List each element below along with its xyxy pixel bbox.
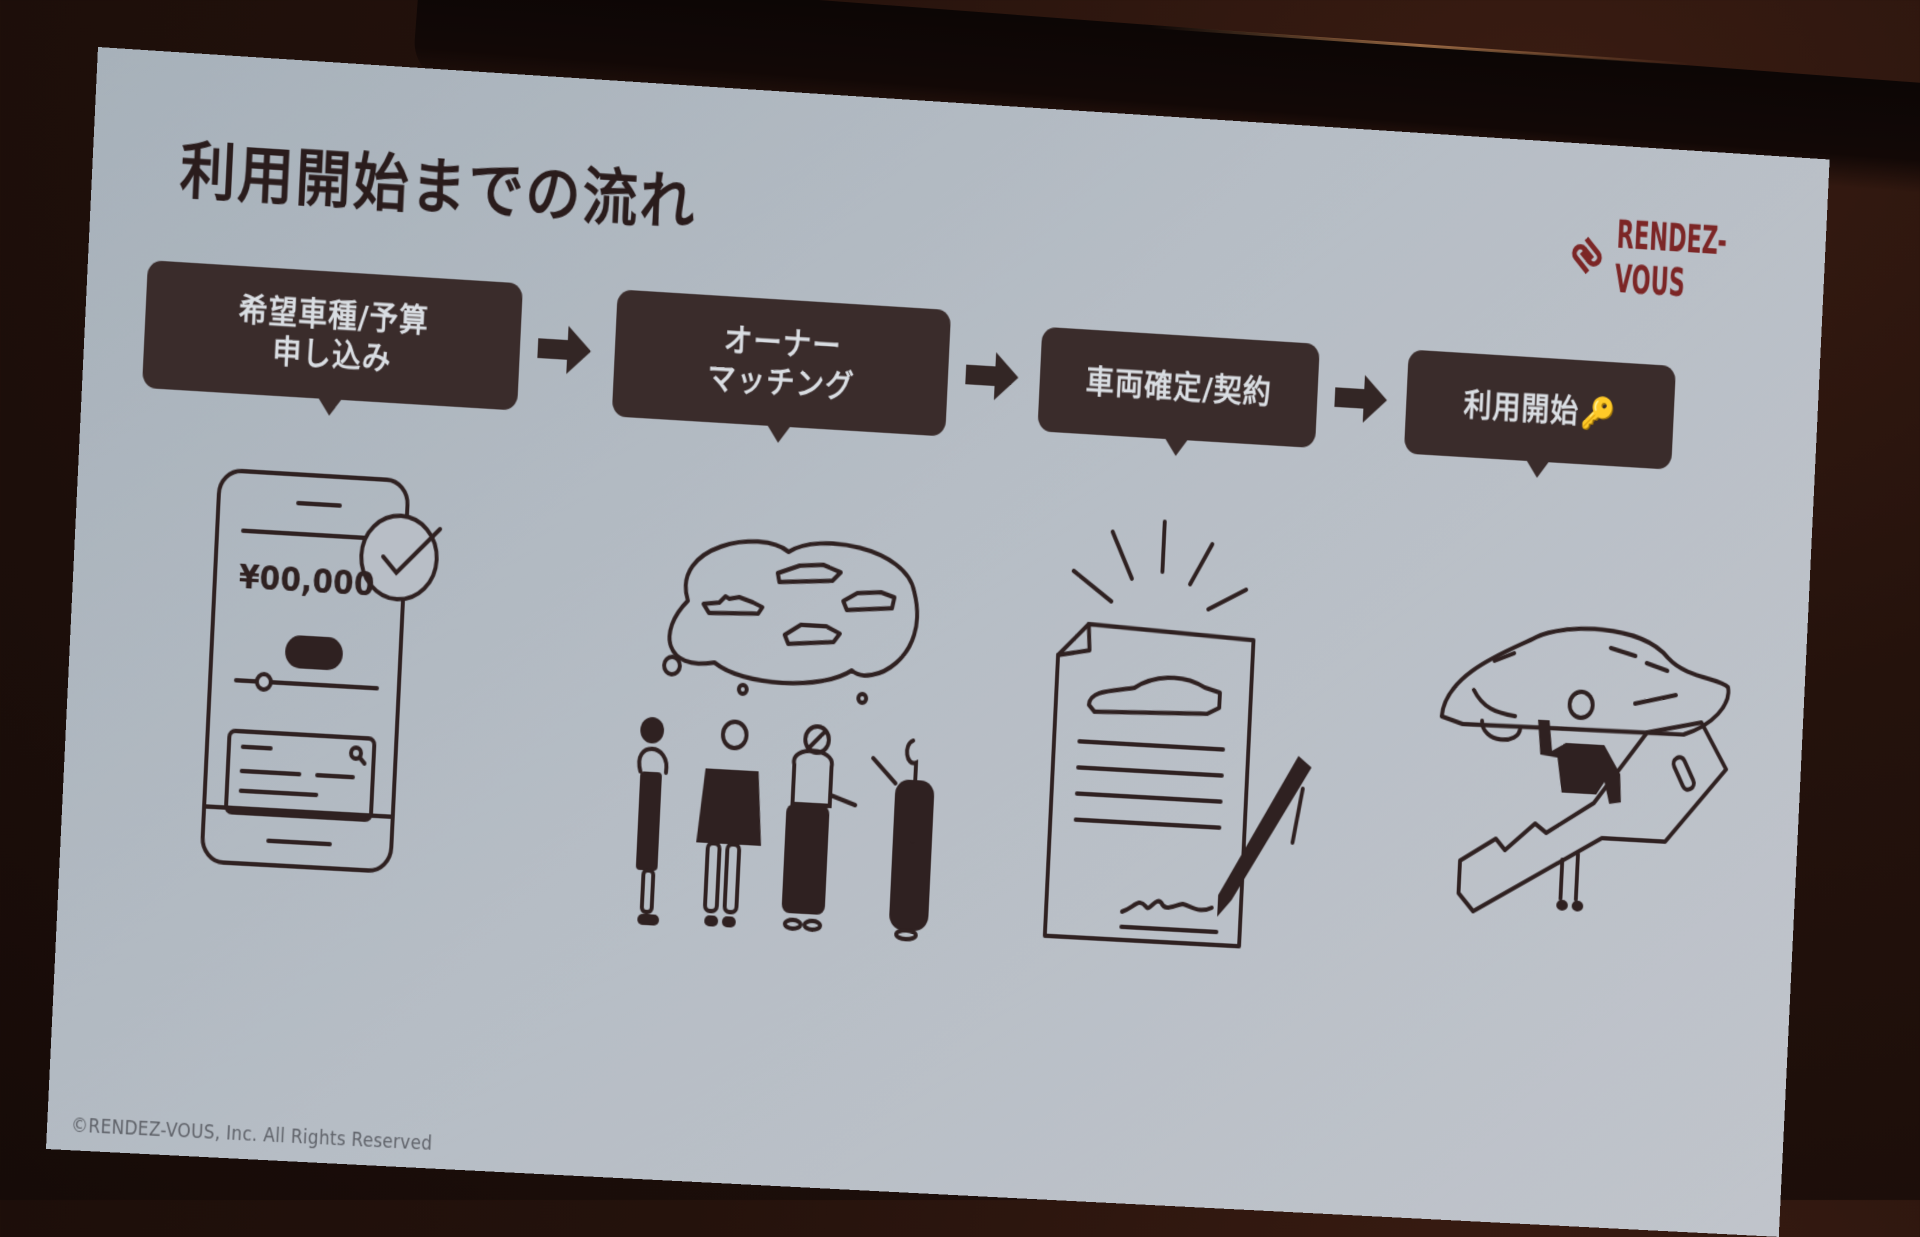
right-arrow-icon bbox=[965, 348, 1022, 404]
step-2-bubble: オーナー マッチング bbox=[612, 289, 951, 436]
signed-car-contract-icon bbox=[1025, 502, 1337, 964]
phone-amount: ¥00,000 bbox=[238, 559, 375, 604]
smartphone-application-icon: ¥00,000 bbox=[189, 462, 456, 883]
key-icon: 🔑 bbox=[1580, 393, 1617, 434]
step-4-label: 利用開始 bbox=[1463, 386, 1580, 430]
person-with-car-and-key-icon bbox=[1414, 601, 1756, 944]
step-4-bubble: 利用開始🔑 bbox=[1404, 349, 1676, 469]
step-3-label: 車両確定/契約 bbox=[1085, 362, 1273, 413]
projected-slide: 利用開始までの流れ RENDEZ-VOUS 希望車種/予算 申し込み オーナー … bbox=[46, 47, 1830, 1237]
step-3-bubble: 車両確定/契約 bbox=[1037, 327, 1320, 448]
right-arrow-icon bbox=[537, 322, 595, 378]
step-2-label-line2: マッチング bbox=[706, 359, 855, 408]
flow-steps: 希望車種/予算 申し込み オーナー マッチング 車両確定/契約 利用開 bbox=[46, 47, 1830, 1237]
right-arrow-icon bbox=[1334, 371, 1391, 426]
people-thinking-of-cars-icon bbox=[613, 521, 965, 944]
step-1-bubble: 希望車種/予算 申し込み bbox=[142, 260, 523, 410]
